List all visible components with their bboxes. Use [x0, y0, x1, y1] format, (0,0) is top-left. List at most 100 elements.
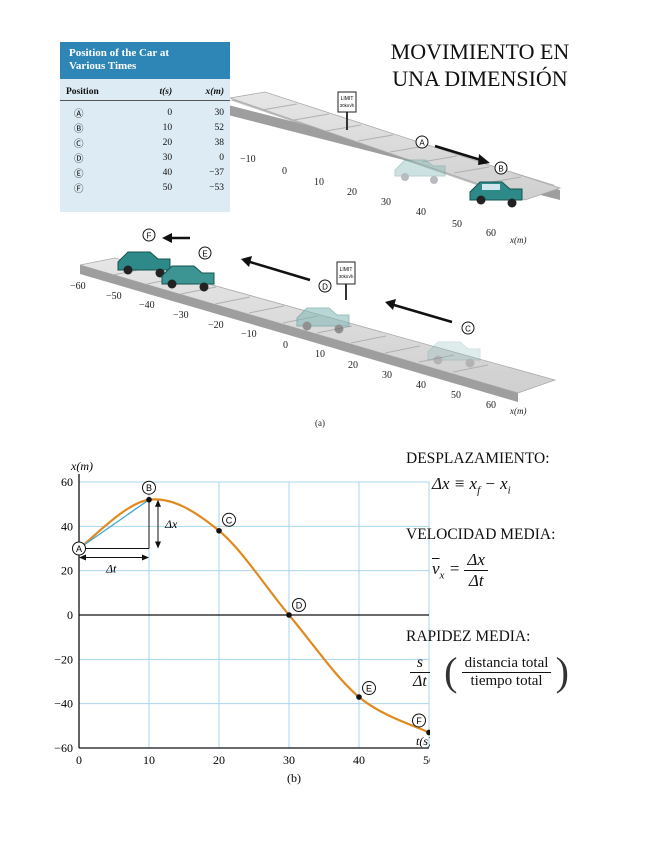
- point-label-circle: [142, 480, 156, 495]
- cell-pos: Ⓓ: [74, 154, 84, 165]
- svg-text:−60: −60: [70, 281, 86, 292]
- desplazamiento-eq-text: Δx ≡ xf − xi: [432, 474, 511, 497]
- svg-text:60: 60: [486, 400, 496, 411]
- svg-text:−50: −50: [106, 291, 122, 302]
- cell-x: 0: [219, 152, 224, 163]
- svg-text:D: D: [322, 283, 328, 292]
- svg-text:10: 10: [314, 177, 324, 188]
- data-point: [426, 729, 430, 736]
- rapidez-denominator: tiempo total: [470, 672, 543, 689]
- car-c: [427, 341, 481, 368]
- svg-text:30: 30: [382, 370, 392, 381]
- road-illustration: LIMIT 30km/h −10 0 10 20 30 40 50 60 x(m) A B: [70, 91, 562, 428]
- car-b: [469, 181, 523, 208]
- svg-text:20: 20: [347, 187, 357, 198]
- svg-text:(a): (a): [315, 418, 325, 428]
- col-time: t(s): [136, 79, 179, 101]
- point-label: C: [226, 515, 233, 525]
- svg-text:−10: −10: [240, 154, 256, 165]
- svg-text:B: B: [498, 165, 503, 174]
- rapidez-label: RAPIDEZ MEDIA:: [406, 628, 531, 645]
- y-tick-label: −20: [54, 652, 73, 666]
- x-tick-label: 0: [76, 753, 82, 767]
- point-label: F: [416, 716, 422, 726]
- title-line1: MOVIMIENTO EN: [390, 39, 570, 64]
- delta-t-arrowhead-right: [142, 554, 149, 561]
- cell-t: 50: [162, 182, 173, 193]
- limit-sign-top: LIMIT 30km/h: [337, 91, 357, 130]
- cell-t: 0: [167, 107, 173, 118]
- cell-pos: Ⓐ: [74, 109, 84, 120]
- svg-text:x(m): x(m): [509, 406, 527, 416]
- svg-text:−40: −40: [139, 300, 155, 311]
- point-label-circle: [412, 713, 426, 728]
- table-caption-line2: Various Times: [69, 60, 137, 72]
- cell-pos: Ⓕ: [74, 184, 84, 195]
- table-row: Ⓕ 50 −53: [60, 180, 230, 195]
- svg-text:LIMIT: LIMIT: [341, 96, 354, 102]
- secant-line: [78, 499, 150, 550]
- svg-text:x(m): x(m): [509, 235, 527, 245]
- data-point: [216, 527, 222, 534]
- rapidez-numerator: distancia total: [461, 655, 552, 673]
- desplazamiento-label: DESPLAZAMIENTO:: [406, 450, 550, 467]
- svg-text:−10: −10: [241, 329, 257, 340]
- data-point: [146, 496, 152, 503]
- point-label-circle: [362, 681, 376, 696]
- position-curve: [78, 498, 430, 734]
- car-e: [161, 265, 215, 292]
- svg-text:60: 60: [486, 228, 496, 239]
- svg-text:E: E: [202, 250, 207, 259]
- svg-text:50: 50: [451, 390, 461, 401]
- svg-text:0: 0: [282, 166, 287, 177]
- data-point: [356, 694, 362, 700]
- point-label: D: [296, 601, 303, 611]
- graph-axes: [78, 474, 429, 749]
- graph-tick-labels: 010203040506040200−20−40−60: [54, 475, 430, 767]
- car-ghost-a: [394, 159, 446, 184]
- cell-pos: Ⓔ: [74, 169, 84, 180]
- label-a-top: A: [415, 135, 429, 149]
- road-bottom: [79, 257, 557, 402]
- y-tick-label: 40: [61, 519, 73, 533]
- point-label-circle: [72, 541, 86, 556]
- label-b-top: B: [494, 161, 508, 175]
- svg-text:40: 40: [416, 380, 426, 391]
- velocidad-label: VELOCIDAD MEDIA:: [406, 526, 556, 543]
- cell-t: 40: [162, 167, 173, 178]
- x-tick-label: 30: [283, 753, 295, 767]
- delta-t-label: Δt: [105, 562, 117, 576]
- cell-x: 38: [214, 137, 225, 148]
- table-caption-line1: Position of the Car at: [69, 47, 170, 59]
- col-x: x(m): [178, 79, 230, 101]
- delta-x-arrowhead-up: [155, 499, 161, 507]
- cell-t: 30: [162, 152, 173, 163]
- delta-t-arrowhead-left: [79, 554, 86, 561]
- slope-construction: [78, 499, 161, 561]
- position-table: Position of the Car at Various Times Pos…: [60, 42, 230, 212]
- car-f: [117, 251, 171, 278]
- svg-text:40: 40: [416, 207, 426, 218]
- cell-x: −53: [209, 182, 224, 193]
- svg-text:−20: −20: [208, 320, 224, 331]
- point-label-circle: [292, 598, 306, 612]
- cell-t: 10: [162, 122, 173, 133]
- x-tick-label: 40: [353, 753, 365, 767]
- y-tick-label: −40: [54, 697, 73, 711]
- svg-text:−30: −30: [173, 310, 189, 321]
- graph-caption: (b): [287, 771, 301, 785]
- page-title: MOVIMIENTO EN UNA DIMENSIÓN: [360, 38, 600, 92]
- y-tick-label: 20: [61, 564, 73, 578]
- cell-x: 52: [214, 122, 225, 133]
- y-tick-label: 0: [67, 608, 73, 622]
- svg-text:0: 0: [283, 340, 288, 351]
